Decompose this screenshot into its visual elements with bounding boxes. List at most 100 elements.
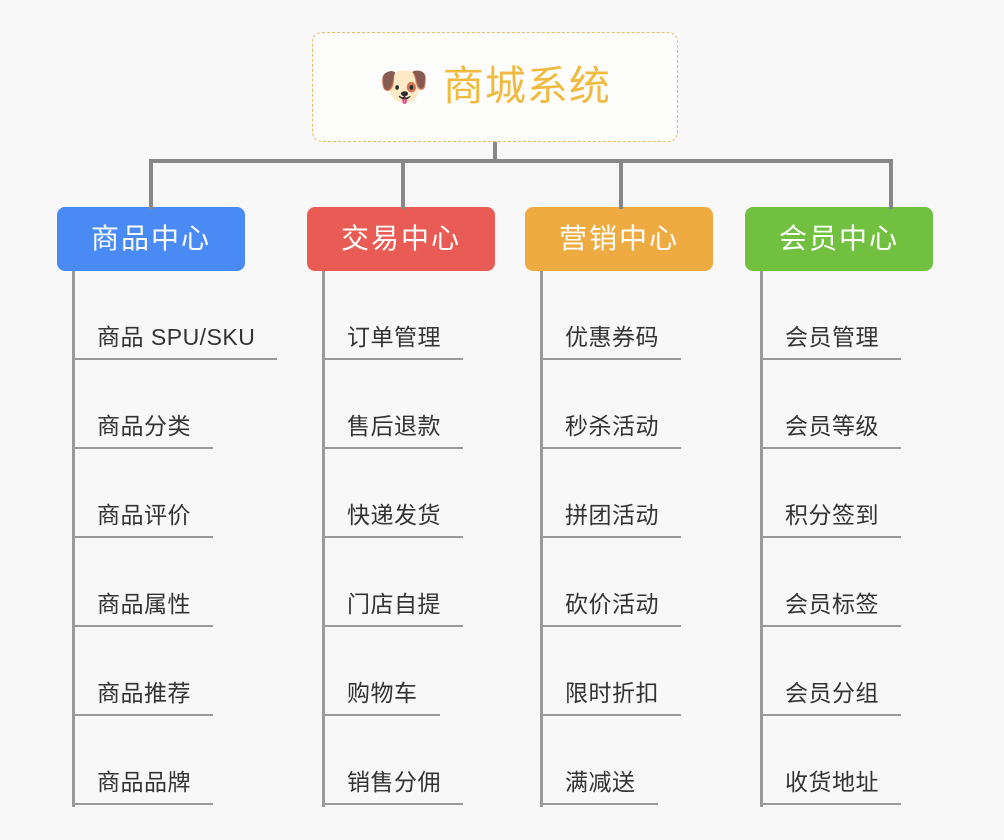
leaf-item[interactable]: 会员等级 bbox=[745, 360, 965, 449]
leaf-item[interactable]: 会员管理 bbox=[745, 271, 965, 360]
leaf-item-label: 售后退款 bbox=[347, 413, 441, 440]
leaf-item[interactable]: 拼团活动 bbox=[525, 449, 745, 538]
leaf-item[interactable]: 积分签到 bbox=[745, 449, 965, 538]
category-header-trade-center[interactable]: 交易中心 bbox=[307, 207, 495, 271]
leaf-item-underline: 售后退款 bbox=[325, 413, 463, 449]
leaf-item-label: 收货地址 bbox=[785, 769, 879, 796]
leaf-item-underline: 购物车 bbox=[325, 680, 440, 716]
leaf-item[interactable]: 售后退款 bbox=[307, 360, 527, 449]
category-header-label: 商品中心 bbox=[90, 223, 211, 254]
leaf-item-underline: 会员等级 bbox=[763, 413, 901, 449]
leaf-item-underline: 订单管理 bbox=[325, 324, 463, 360]
category-header-marketing-center[interactable]: 营销中心 bbox=[525, 207, 713, 271]
column-marketing-center: 营销中心优惠券码秒杀活动拼团活动砍价活动限时折扣满减送 bbox=[525, 207, 745, 807]
leaf-item[interactable]: 商品 SPU/SKU bbox=[57, 271, 278, 360]
leaf-list-member-center: 会员管理会员等级积分签到会员标签会员分组收货地址 bbox=[745, 271, 965, 805]
leaf-item-label: 门店自提 bbox=[347, 591, 441, 618]
leaf-item-label: 满减送 bbox=[565, 769, 636, 796]
leaf-item-label: 拼团活动 bbox=[565, 502, 659, 529]
leaf-item-underline: 会员管理 bbox=[763, 324, 901, 360]
leaf-item-label: 销售分佣 bbox=[347, 769, 441, 796]
leaf-item-label: 会员标签 bbox=[785, 591, 879, 618]
leaf-item-underline: 商品评价 bbox=[75, 502, 213, 538]
leaf-item-underline: 会员标签 bbox=[763, 591, 901, 627]
leaf-item-underline: 积分签到 bbox=[763, 502, 901, 538]
connector-drop-trade-center bbox=[401, 159, 405, 209]
leaf-item-underline: 砍价活动 bbox=[543, 591, 681, 627]
leaf-item-underline: 商品推荐 bbox=[75, 680, 213, 716]
leaf-item-label: 快递发货 bbox=[347, 502, 441, 529]
leaf-item[interactable]: 商品品牌 bbox=[57, 716, 277, 805]
category-header-member-center[interactable]: 会员中心 bbox=[745, 207, 933, 271]
leaf-item-underline: 收货地址 bbox=[763, 769, 901, 805]
leaf-item-label: 积分签到 bbox=[785, 502, 879, 529]
leaf-item-underline: 销售分佣 bbox=[325, 769, 463, 805]
leaf-item-label: 订单管理 bbox=[347, 324, 441, 351]
category-header-label: 会员中心 bbox=[778, 223, 899, 254]
leaf-item[interactable]: 优惠券码 bbox=[525, 271, 745, 360]
trunk-line-product-center bbox=[72, 271, 75, 807]
leaf-item[interactable]: 商品推荐 bbox=[57, 627, 277, 716]
leaf-item-label: 会员管理 bbox=[785, 324, 879, 351]
leaf-item-underline: 商品属性 bbox=[75, 591, 213, 627]
leaf-item[interactable]: 会员分组 bbox=[745, 627, 965, 716]
leaf-item[interactable]: 砍价活动 bbox=[525, 538, 745, 627]
column-trade-center: 交易中心订单管理售后退款快递发货门店自提购物车销售分佣 bbox=[307, 207, 527, 807]
leaf-item[interactable]: 商品属性 bbox=[57, 538, 277, 627]
leaf-item-label: 购物车 bbox=[347, 680, 418, 707]
leaf-item-underline: 快递发货 bbox=[325, 502, 463, 538]
leaf-item-label: 商品分类 bbox=[97, 413, 191, 440]
trunk-line-marketing-center bbox=[540, 271, 543, 807]
root-title: 商城系统 bbox=[442, 63, 611, 110]
leaf-item[interactable]: 商品评价 bbox=[57, 449, 277, 538]
leaf-item[interactable]: 会员标签 bbox=[745, 538, 965, 627]
leaf-item[interactable]: 满减送 bbox=[525, 716, 745, 805]
trunk-line-trade-center bbox=[322, 271, 325, 807]
connector-bus bbox=[149, 159, 891, 163]
leaf-item-underline: 商品分类 bbox=[75, 413, 213, 449]
leaf-item[interactable]: 收货地址 bbox=[745, 716, 965, 805]
leaf-item-label: 优惠券码 bbox=[565, 324, 659, 351]
category-header-label: 交易中心 bbox=[340, 223, 461, 254]
leaf-item[interactable]: 订单管理 bbox=[307, 271, 527, 360]
column-product-center: 商品中心商品 SPU/SKU 商品分类商品评价商品属性商品推荐商品品牌 bbox=[57, 207, 278, 807]
leaf-item[interactable]: 秒杀活动 bbox=[525, 360, 745, 449]
leaf-list-product-center: 商品 SPU/SKU 商品分类商品评价商品属性商品推荐商品品牌 bbox=[57, 271, 278, 805]
connector-drop-member-center bbox=[889, 159, 893, 209]
root-node[interactable]: 🐶 商城系统 bbox=[312, 32, 678, 142]
leaf-item-underline: 门店自提 bbox=[325, 591, 463, 627]
leaf-item[interactable]: 购物车 bbox=[307, 627, 527, 716]
leaf-item-label: 商品属性 bbox=[97, 591, 191, 618]
connector-drop-product-center bbox=[149, 159, 153, 209]
leaf-item-label: 限时折扣 bbox=[565, 680, 659, 707]
leaf-item-underline: 商品 SPU/SKU bbox=[75, 324, 278, 360]
leaf-item-underline: 商品品牌 bbox=[75, 769, 213, 805]
leaf-item-label: 商品评价 bbox=[97, 502, 191, 529]
leaf-item-underline: 优惠券码 bbox=[543, 324, 681, 360]
leaf-item-label: 商品品牌 bbox=[97, 769, 191, 796]
leaf-item[interactable]: 销售分佣 bbox=[307, 716, 527, 805]
category-header-label: 营销中心 bbox=[558, 223, 679, 254]
leaf-item[interactable]: 门店自提 bbox=[307, 538, 527, 627]
column-member-center: 会员中心会员管理会员等级积分签到会员标签会员分组收货地址 bbox=[745, 207, 965, 807]
leaf-item[interactable]: 限时折扣 bbox=[525, 627, 745, 716]
leaf-list-marketing-center: 优惠券码秒杀活动拼团活动砍价活动限时折扣满减送 bbox=[525, 271, 745, 805]
leaf-item-label: 商品 SPU/SKU bbox=[97, 324, 256, 351]
leaf-item[interactable]: 快递发货 bbox=[307, 449, 527, 538]
connector-drop-marketing-center bbox=[619, 159, 623, 209]
leaf-item-label: 会员分组 bbox=[785, 680, 879, 707]
leaf-item-underline: 秒杀活动 bbox=[543, 413, 681, 449]
leaf-item-label: 秒杀活动 bbox=[565, 413, 659, 440]
category-header-product-center[interactable]: 商品中心 bbox=[57, 207, 245, 271]
leaf-item-underline: 满减送 bbox=[543, 769, 658, 805]
leaf-item-label: 商品推荐 bbox=[97, 680, 191, 707]
leaf-list-trade-center: 订单管理售后退款快递发货门店自提购物车销售分佣 bbox=[307, 271, 527, 805]
leaf-item-underline: 限时折扣 bbox=[543, 680, 681, 716]
dog-face-icon: 🐶 bbox=[379, 65, 429, 109]
leaf-item[interactable]: 商品分类 bbox=[57, 360, 277, 449]
leaf-item-label: 会员等级 bbox=[785, 413, 879, 440]
connector-root-stem bbox=[493, 142, 497, 163]
leaf-item-underline: 拼团活动 bbox=[543, 502, 681, 538]
trunk-line-member-center bbox=[760, 271, 763, 807]
